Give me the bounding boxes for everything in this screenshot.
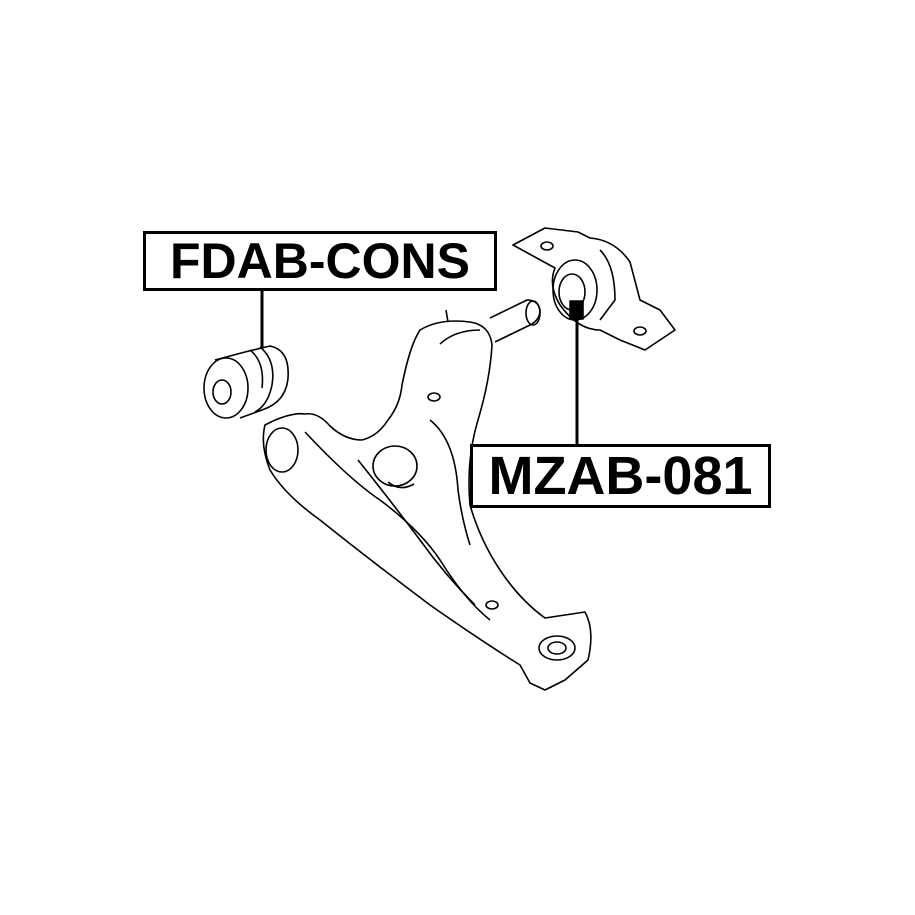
ball-joint-stud-drawing	[489, 299, 541, 343]
leader-marker-mzab	[569, 300, 584, 320]
part-label-fdab-cons[interactable]: FDAB-CONS	[143, 231, 497, 291]
front-bushing-drawing	[203, 345, 289, 419]
part-label-mzab-081[interactable]: MZAB-081	[470, 444, 771, 508]
rear-bushing-bracket-drawing	[512, 227, 676, 351]
lower-control-arm-drawing	[262, 309, 592, 691]
